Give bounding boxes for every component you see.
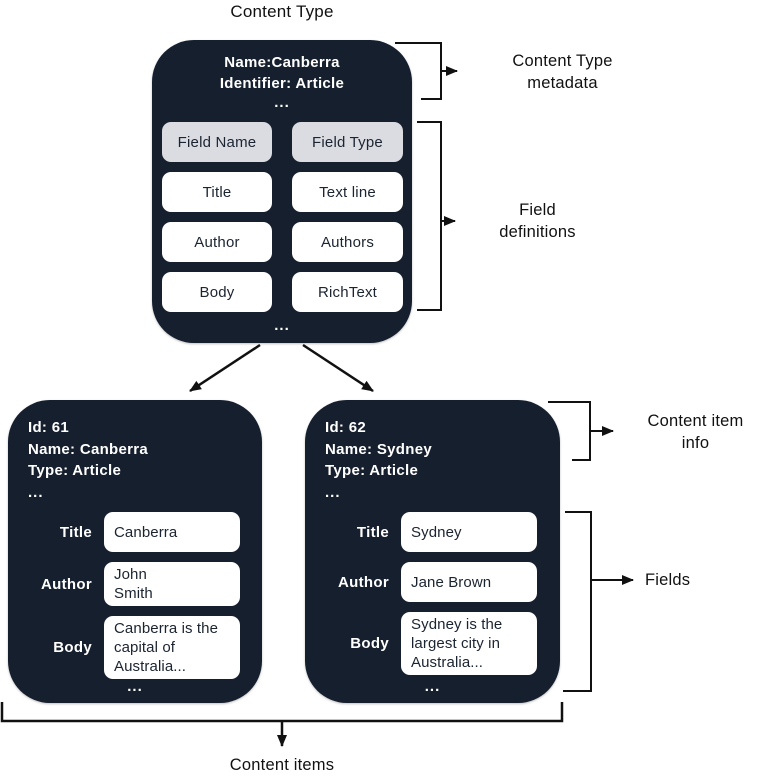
- item-id: Id: 61: [28, 419, 69, 436]
- item-name: Name: Canberra: [28, 440, 149, 458]
- content-item-header: Id: 61 Name: Canberra Type: Article ...: [28, 417, 148, 503]
- item-name: Name: Sydney: [325, 440, 432, 458]
- item-type: Type: Article: [325, 462, 419, 479]
- field-label: Title: [356, 523, 389, 541]
- field-row: Body Sydney is the largest city in Austr…: [305, 612, 560, 675]
- field-type-header-pill: Field Type: [292, 122, 403, 162]
- field-name-header-pill: Field Name: [162, 122, 272, 162]
- field-value: Sydney is the largest city in Australia.…: [401, 612, 537, 675]
- annotation-fields: Fields: [645, 571, 691, 589]
- item-type: Type: Article: [28, 462, 122, 479]
- fields-bracket: [563, 511, 592, 692]
- content-item-box-canberra: Id: 61 Name: Canberra Type: Article ... …: [8, 400, 262, 703]
- content-type-box: Name:Canberra Identifier: Article ... Fi…: [152, 40, 412, 343]
- field-label: Body: [350, 635, 389, 652]
- field-value: Canberra: [104, 512, 240, 552]
- field-definitions-bracket: [417, 121, 442, 311]
- field-label: Author: [338, 573, 389, 591]
- field-type-pill: Text line: [292, 172, 403, 212]
- annotation-field-definitions: Field definitions: [499, 201, 576, 241]
- field-name-pill: Author: [162, 222, 272, 262]
- content-item-box-sydney: Id: 62 Name: Sydney Type: Article ... Ti…: [305, 400, 560, 703]
- annotation-content-item-info: Content item info: [647, 412, 744, 452]
- field-row: Title Canberra: [8, 512, 262, 552]
- content-items-bracket: [0, 702, 564, 723]
- item-footer-ellipsis: ...: [424, 678, 441, 695]
- field-name-pill: Body: [162, 272, 272, 312]
- field-value: Canberra is the capital of Australia...: [104, 616, 240, 679]
- item-ellipsis: ...: [325, 483, 341, 501]
- field-row: Author Jane Brown: [305, 562, 560, 602]
- annotation-content-items: Content items: [229, 756, 335, 774]
- field-type-pill: Authors: [292, 222, 403, 262]
- page-title: Content Type: [230, 2, 334, 21]
- field-label: Author: [41, 575, 92, 593]
- field-label: Body: [53, 639, 92, 656]
- field-row: Body Canberra is the capital of Australi…: [8, 616, 262, 679]
- arrow-to-item-2: [302, 343, 374, 393]
- annotation-content-type-metadata: Content Type metadata: [512, 52, 613, 92]
- field-type-pill: RichText: [292, 272, 403, 312]
- field-row: Author John Smith: [8, 562, 262, 606]
- content-type-header: Name:Canberra Identifier: Article ...: [152, 52, 412, 112]
- content-item-header: Id: 62 Name: Sydney Type: Article ...: [325, 417, 432, 503]
- field-label: Title: [59, 523, 92, 541]
- item-fields: Title Canberra Author John Smith Body Ca…: [8, 512, 262, 689]
- field-value: Sydney: [401, 512, 537, 552]
- field-name-pill: Title: [162, 172, 272, 212]
- field-value: Jane Brown: [401, 562, 537, 602]
- field-row: Title Sydney: [305, 512, 560, 552]
- content-type-identifier: Identifier: Article: [219, 75, 345, 92]
- field-value: John Smith: [104, 562, 240, 606]
- arrow-to-item-1: [189, 343, 261, 393]
- content-type-footer-ellipsis: ...: [274, 317, 290, 334]
- content-type-name: Name:Canberra: [224, 54, 340, 71]
- item-footer-ellipsis: ...: [127, 678, 143, 695]
- content-type-ellipsis: ...: [274, 94, 290, 111]
- item-fields: Title Sydney Author Jane Brown Body Sydn…: [305, 512, 560, 685]
- field-definitions-grid: Field Name Field Type Title Text line Au…: [162, 122, 403, 312]
- item-id: Id: 62: [325, 419, 366, 436]
- item-ellipsis: ...: [28, 483, 44, 501]
